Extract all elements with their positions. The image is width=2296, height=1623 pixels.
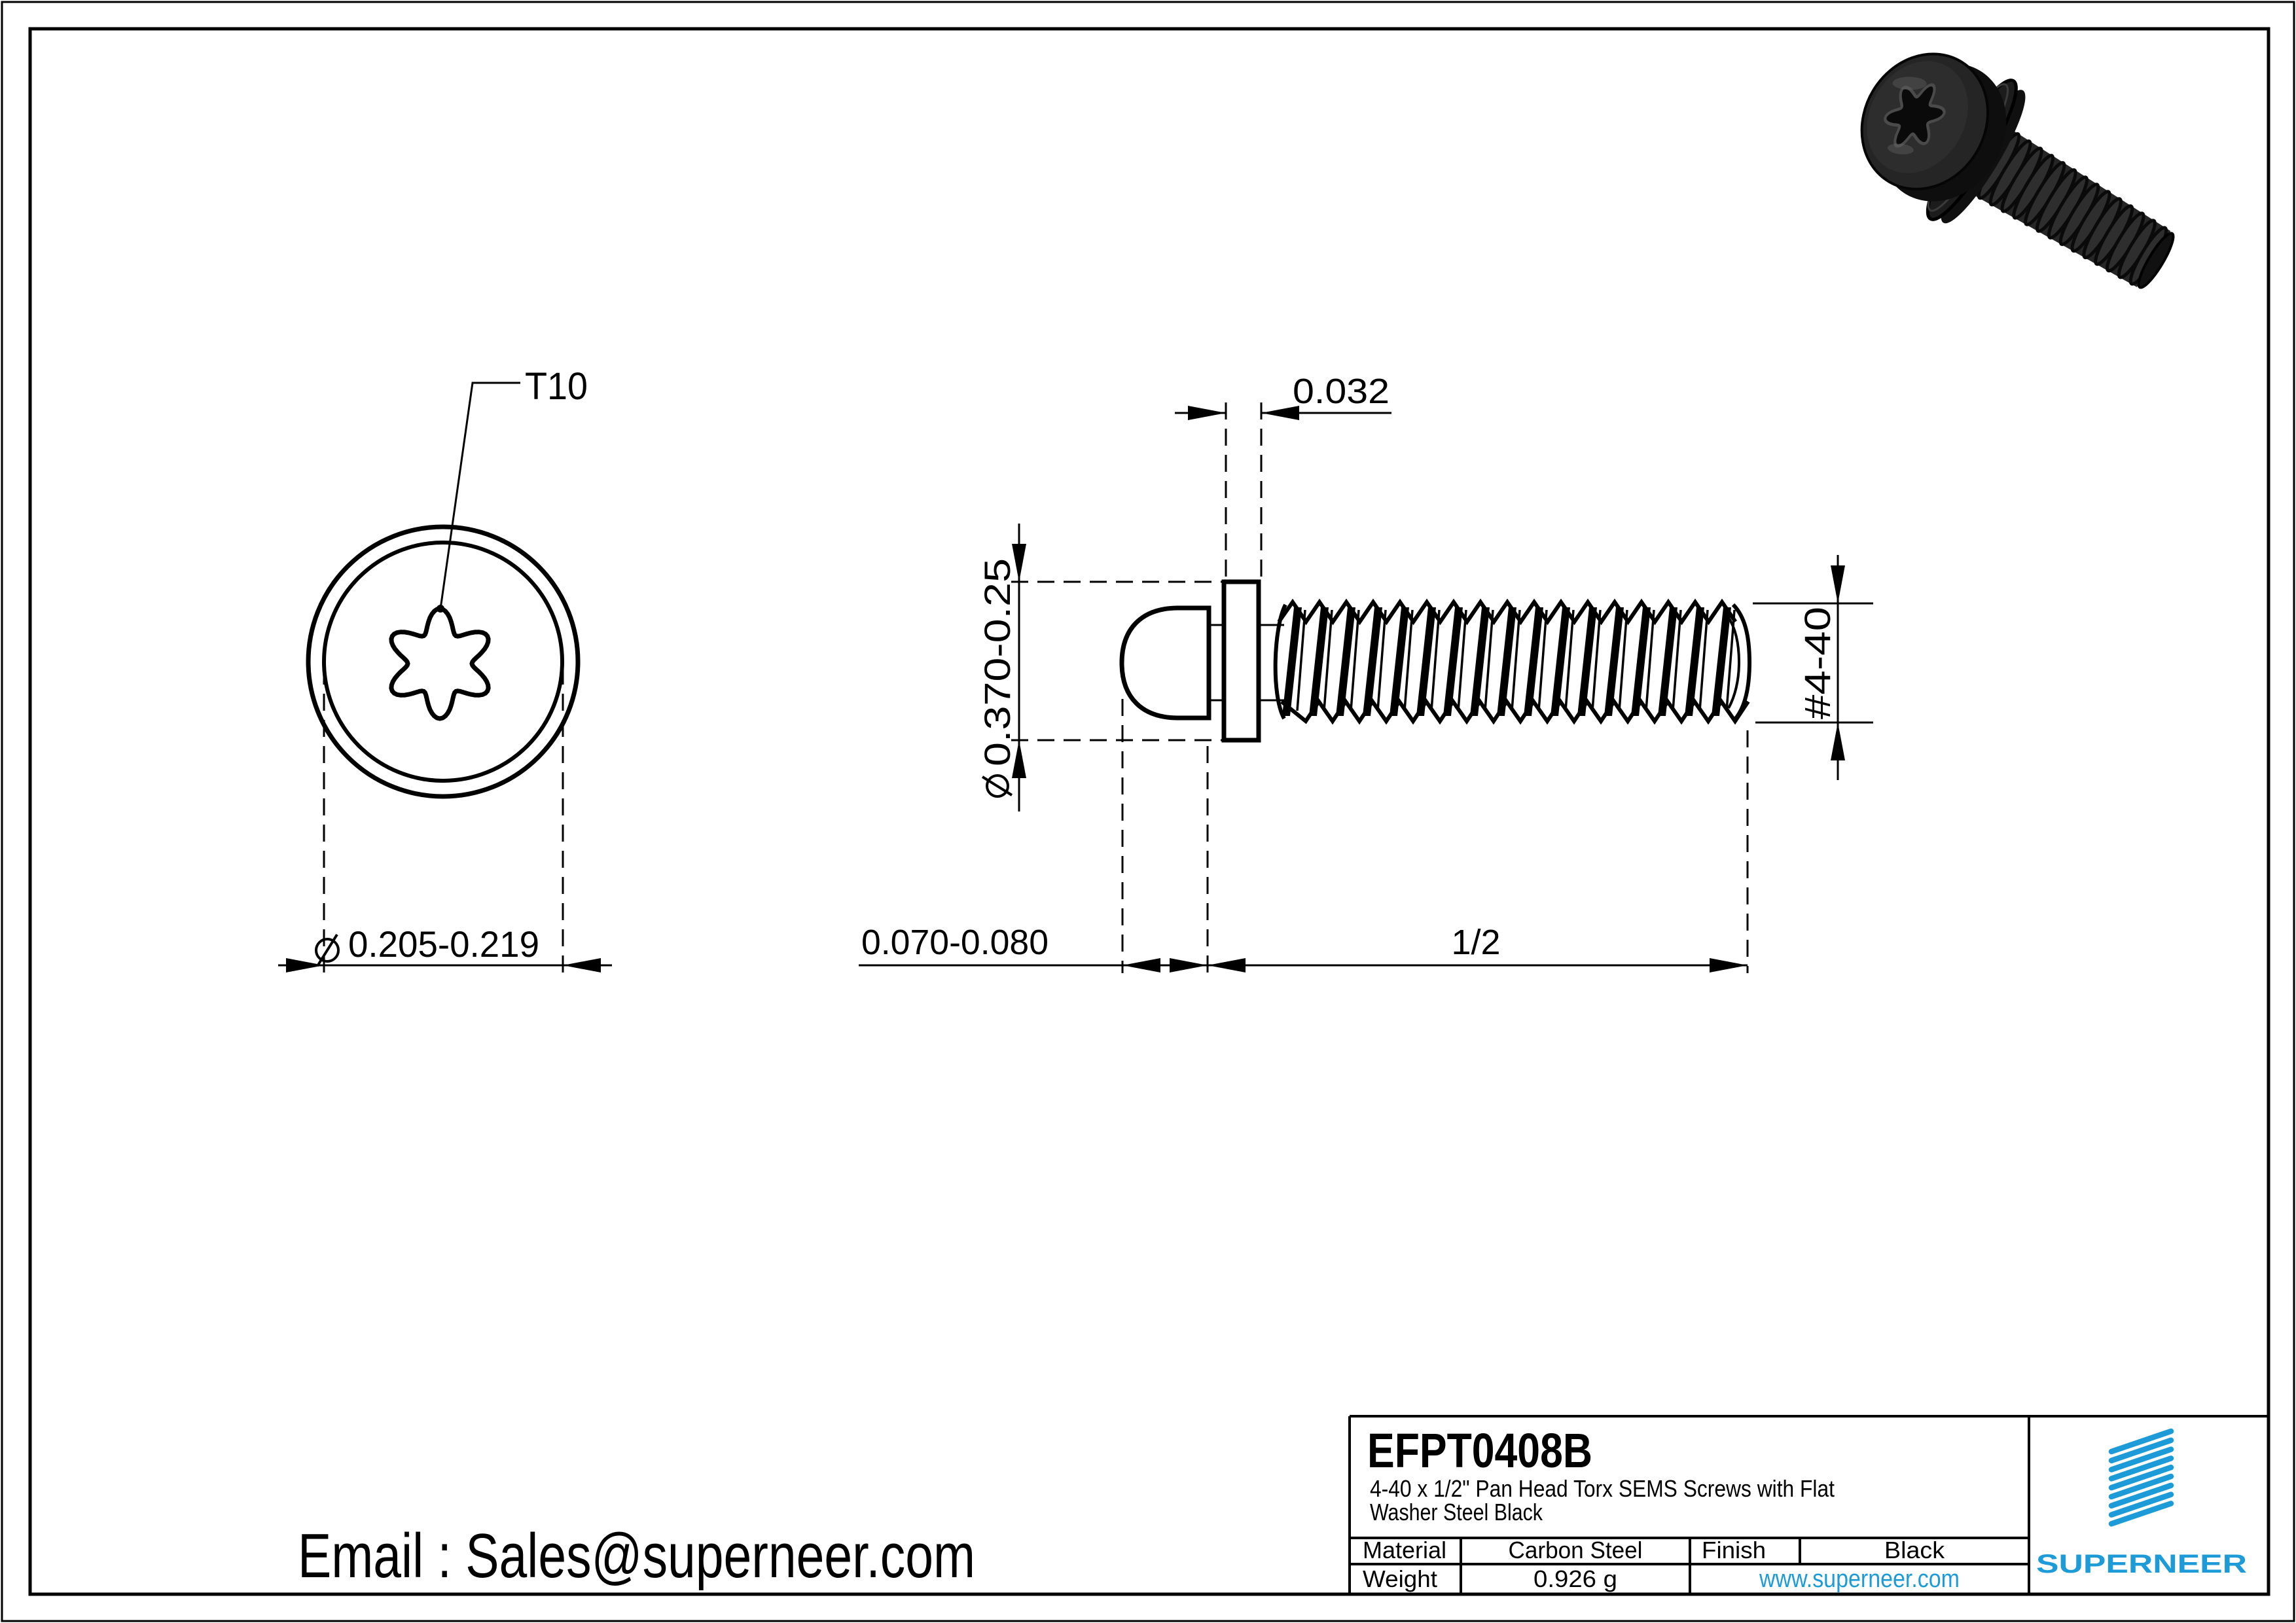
dim-thread-spec-label: #4-40 bbox=[1797, 607, 1838, 719]
page-border-inner bbox=[28, 27, 2270, 1596]
drive-size-label: T10 bbox=[525, 365, 588, 408]
part-description-line1: 4-40 x 1/2" Pan Head Torx SEMS Screws wi… bbox=[1370, 1475, 1835, 1502]
part-number: EFPT0408B bbox=[1367, 1423, 1592, 1478]
dimension-arrowheads bbox=[286, 406, 1845, 972]
screw-3d-torx-recess bbox=[1884, 83, 1946, 148]
side-view: 0.032 0.370-0.25 #4-40 0.070-0.080 1/2 bbox=[859, 372, 1873, 973]
part-description-line2: Washer Steel Black bbox=[1370, 1499, 1543, 1525]
flat-washer bbox=[1221, 579, 1261, 743]
screw-3d-highlight bbox=[1888, 143, 1914, 154]
finish-value: Black bbox=[1884, 1537, 1945, 1563]
title-block: EFPT0408B 4-40 x 1/2" Pan Head Torx SEMS… bbox=[1348, 1415, 2269, 1594]
finish-label: Finish bbox=[1702, 1537, 1766, 1563]
thread-profile bbox=[1273, 598, 1752, 725]
dim-washer-thickness-text: 0.032 bbox=[1293, 372, 1390, 411]
drive-leader-line bbox=[439, 382, 520, 609]
screw-3d-thread-ridges bbox=[1977, 132, 2168, 286]
weight-value: 0.926 g bbox=[1534, 1565, 1617, 1592]
weight-label: Weight bbox=[1363, 1565, 1437, 1592]
dim-thread-spec-text: #4-40 bbox=[1797, 607, 1838, 719]
head-outline-circle bbox=[322, 541, 564, 783]
title-block-grid bbox=[1348, 1415, 2269, 1594]
brand-name: SUPERNEER bbox=[2036, 1550, 2247, 1578]
screw-3d-highlight bbox=[1892, 77, 1927, 90]
dim-head-height-text: 0.070-0.080 bbox=[861, 923, 1049, 962]
torx-recess-outline bbox=[389, 606, 491, 721]
screw-3d-tip bbox=[2137, 232, 2175, 289]
dim-head-diameter-text: 0.205-0.219 bbox=[348, 923, 539, 965]
screw-3d-render bbox=[1860, 52, 2175, 289]
dim-washer-diameter-text: 0.370-0.25 bbox=[977, 558, 1018, 766]
front-view: T10 0.205-0.219 bbox=[278, 365, 612, 973]
dim-length-text: 1/2 bbox=[1451, 923, 1500, 962]
leader-dot bbox=[437, 605, 444, 613]
contact-email: Email : Sales@superneer.com bbox=[298, 1521, 975, 1591]
website-link[interactable]: www.superneer.com bbox=[1759, 1565, 1960, 1593]
washer-outline-circle bbox=[306, 524, 581, 799]
pan-head-profile bbox=[1119, 605, 1211, 721]
superneer-logo-icon bbox=[2108, 1428, 2174, 1527]
dim-washer-diameter-label: 0.370-0.25 bbox=[977, 558, 1018, 798]
material-label: Material bbox=[1363, 1537, 1446, 1563]
diameter-symbol bbox=[981, 774, 1013, 798]
material-value: Carbon Steel bbox=[1509, 1537, 1643, 1563]
diameter-symbol bbox=[315, 933, 340, 967]
